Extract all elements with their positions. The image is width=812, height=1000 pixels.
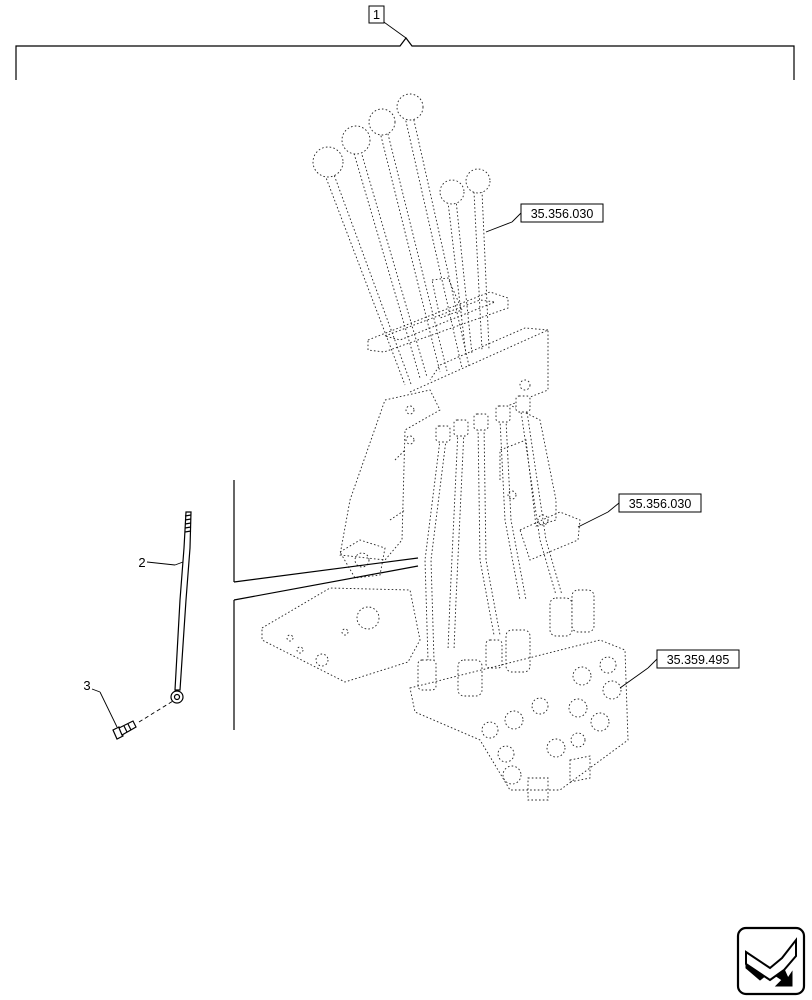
callout-2-label[interactable]: 2	[138, 555, 145, 570]
reference-lever-assembly[interactable]: 35.356.030	[485, 203, 604, 233]
next-page-arrow-icon[interactable]	[736, 926, 806, 996]
control-levers	[312, 93, 509, 386]
callout-1[interactable]: 1	[368, 5, 385, 24]
reference-control-valve-label: 35.359.495	[667, 653, 730, 667]
knob-icon	[396, 93, 424, 121]
section-divider	[233, 480, 419, 730]
callout-3-label[interactable]: 3	[83, 678, 90, 693]
reference-bracket[interactable]: 35.356.030	[577, 493, 702, 528]
mounting-bracket	[261, 327, 557, 683]
knob-icon	[312, 146, 344, 178]
knob-icon	[465, 168, 491, 194]
reference-bracket-label: 35.356.030	[629, 497, 692, 511]
knob-icon	[341, 125, 371, 155]
bolt	[91, 688, 174, 740]
callout-1-label: 1	[373, 7, 380, 22]
knob-icon	[439, 179, 465, 205]
knob-icon	[368, 108, 396, 136]
assembly-bracket	[15, 19, 795, 80]
reference-lever-assembly-label: 35.356.030	[531, 207, 594, 221]
control-valve	[409, 639, 629, 801]
control-rod	[146, 511, 192, 704]
linkage-rods	[417, 395, 595, 697]
reference-control-valve[interactable]: 35.359.495	[619, 649, 740, 689]
